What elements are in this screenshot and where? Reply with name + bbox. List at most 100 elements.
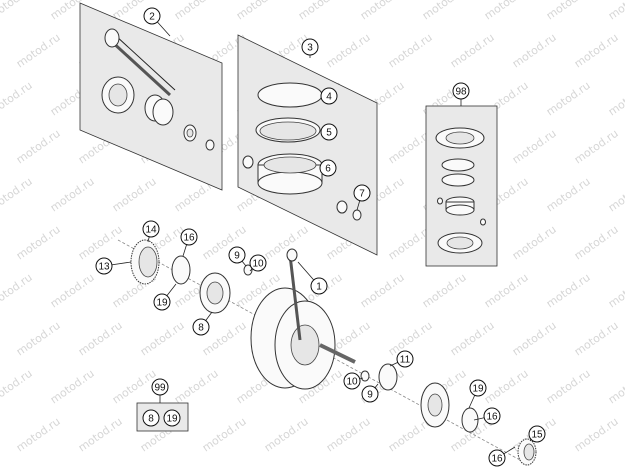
watermark-text: motod.ru <box>482 271 531 311</box>
callout-c15: 15 <box>528 425 546 443</box>
watermark-text: motod.ru <box>172 0 221 22</box>
callout-c8a: 8 <box>192 318 210 336</box>
watermark-text: motod.ru <box>324 415 373 455</box>
panel-piston-kit <box>237 34 378 256</box>
callout-circle <box>452 82 470 100</box>
callout-label: 16 <box>183 233 195 244</box>
callout-label: 99 <box>154 383 166 394</box>
callout-label: 16 <box>486 412 498 423</box>
callout-circle <box>142 409 160 427</box>
callout-label: 14 <box>145 225 157 236</box>
watermark-text: motod.ru <box>172 367 221 407</box>
watermark-text: motod.ru <box>324 31 373 71</box>
bearing-16-part <box>171 255 191 285</box>
watermark-text: motod.ru <box>572 415 621 455</box>
callout-circle <box>320 123 338 141</box>
watermark-text: motod.ru <box>420 0 469 22</box>
callout-c5: 5 <box>320 123 338 141</box>
watermark-text: motod.ru <box>262 223 311 263</box>
piston-part <box>257 153 323 195</box>
watermark-text: motod.ru <box>606 271 625 311</box>
watermark-text: motod.ru <box>0 175 35 215</box>
watermark-text: motod.ru <box>48 175 97 215</box>
callout-circle <box>151 378 169 396</box>
head-gasket-part <box>435 127 485 149</box>
callout-label: 19 <box>166 414 178 425</box>
callout-c16a: 16 <box>180 228 198 246</box>
panel-connecting-rod-kit <box>79 2 223 191</box>
callout-circle <box>163 409 181 427</box>
callout-label: 13 <box>98 262 110 273</box>
watermark-text: motod.ru <box>200 415 249 455</box>
callout-c3: 3 <box>301 38 319 56</box>
watermark-text: motod.ru <box>138 319 187 359</box>
base-gasket-part <box>437 232 483 254</box>
watermark-text: motod.ru <box>48 367 97 407</box>
watermark-text: motod.ru <box>544 0 593 22</box>
watermark-text: motod.ru <box>606 0 625 22</box>
callout-c19a: 19 <box>153 293 171 311</box>
callout-c11: 11 <box>396 350 414 368</box>
watermark-text: motod.ru <box>14 31 63 71</box>
watermark-text: motod.ru <box>48 271 97 311</box>
callout-c19b: 19 <box>469 379 487 397</box>
watermark-text: motod.ru <box>544 367 593 407</box>
circlip-part <box>336 200 348 214</box>
pin-part <box>183 124 215 151</box>
watermark-text: motod.ru <box>110 175 159 215</box>
watermark-text: motod.ru <box>482 0 531 22</box>
watermark-text: motod.ru <box>606 367 625 407</box>
callout-c99: 99 <box>151 378 169 396</box>
callout-circle <box>310 277 328 295</box>
watermark-text: motod.ru <box>14 127 63 167</box>
watermark-text: motod.ru <box>262 415 311 455</box>
callout-label: 1 <box>316 282 322 293</box>
callout-circle <box>353 184 371 202</box>
callout-label: 5 <box>326 128 332 139</box>
watermark-text: motod.ru <box>0 367 35 407</box>
callout-label: 19 <box>156 298 168 309</box>
watermark-text: motod.ru <box>358 271 407 311</box>
watermark-text: motod.ru <box>0 79 35 119</box>
watermark-text: motod.ru <box>14 415 63 455</box>
watermark-text: motod.ru <box>76 319 125 359</box>
watermark-text: motod.ru <box>234 0 283 22</box>
watermark-text: motod.ru <box>420 271 469 311</box>
callout-c10b: 10 <box>343 372 361 390</box>
watermark-text: motod.ru <box>510 223 559 263</box>
callout-c6: 6 <box>319 159 337 177</box>
watermark-text: motod.ru <box>76 223 125 263</box>
callout-circle <box>319 159 337 177</box>
callout-c9b: 9 <box>361 385 379 403</box>
watermark-text: motod.ru <box>572 223 621 263</box>
watermark-text: motod.ru <box>606 175 625 215</box>
watermark-text: motod.ru <box>76 415 125 455</box>
callout-label: 7 <box>359 189 365 200</box>
watermark-text: motod.ru <box>448 319 497 359</box>
piston-small-part <box>445 196 475 216</box>
gear-15-part <box>517 438 537 466</box>
watermark-text: motod.ru <box>0 0 35 22</box>
callout-c2: 2 <box>143 7 161 25</box>
callout-label: 11 <box>400 355 411 366</box>
callout-circle <box>528 425 546 443</box>
callout-circle <box>301 38 319 56</box>
crankshaft-assembly <box>117 239 537 466</box>
callout-label: 98 <box>455 87 467 98</box>
callout-circle <box>343 372 361 390</box>
callout-circle <box>143 7 161 25</box>
watermark-text: motod.ru <box>358 0 407 22</box>
watermark-text: motod.ru <box>14 319 63 359</box>
watermark-text: motod.ru <box>0 271 35 311</box>
callout-label: 10 <box>346 377 358 388</box>
callout-circle <box>469 379 487 397</box>
watermark-text: motod.ru <box>296 0 345 22</box>
callout-c4: 4 <box>320 87 338 105</box>
watermark-text: motod.ru <box>510 31 559 71</box>
piston-pin-circlip-part <box>242 155 254 169</box>
callout-c10a: 10 <box>249 254 267 272</box>
callout-c16c: 16 <box>488 449 506 467</box>
callout-circle <box>228 246 246 264</box>
